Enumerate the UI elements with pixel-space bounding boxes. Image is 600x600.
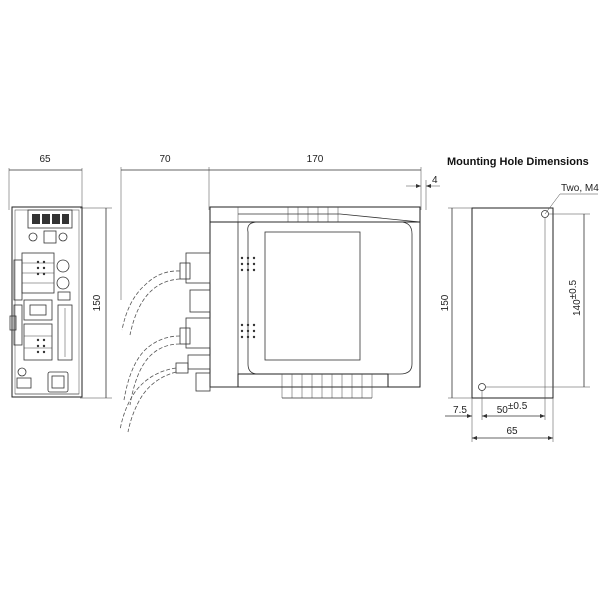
mounting-hole-bottom xyxy=(478,383,486,391)
mounting-title: Mounting Hole Dimensions xyxy=(447,156,589,168)
side-depth-body-dimension: 170 xyxy=(307,154,324,165)
front-width-dimension: 65 xyxy=(39,154,51,165)
mounting-hole-top xyxy=(541,210,549,218)
side-view: 70 170 4 xyxy=(119,154,440,433)
edge-offset-dimension: 7.5 xyxy=(453,405,467,416)
mounting-hole-view: Mounting Hole Dimensions Two, M4 150 140… xyxy=(440,156,599,442)
mounting-outline xyxy=(471,207,554,399)
mounting-height-dimension: 150 xyxy=(440,294,451,311)
front-body-outline xyxy=(11,206,83,398)
hole-pitch-h-dimension: 50±0.5 xyxy=(497,401,528,416)
front-view: 65 150 xyxy=(8,154,112,399)
side-cover-panel xyxy=(247,221,413,375)
hole-pitch-v-dimension: 140±0.5 xyxy=(568,280,583,317)
mounting-width-dimension: 65 xyxy=(506,426,518,437)
side-offset-dimension: 4 xyxy=(432,175,438,186)
hole-note: Two, M4 xyxy=(561,183,599,194)
front-height-dimension: 150 xyxy=(92,294,103,311)
side-depth-left-dimension: 70 xyxy=(159,154,171,165)
